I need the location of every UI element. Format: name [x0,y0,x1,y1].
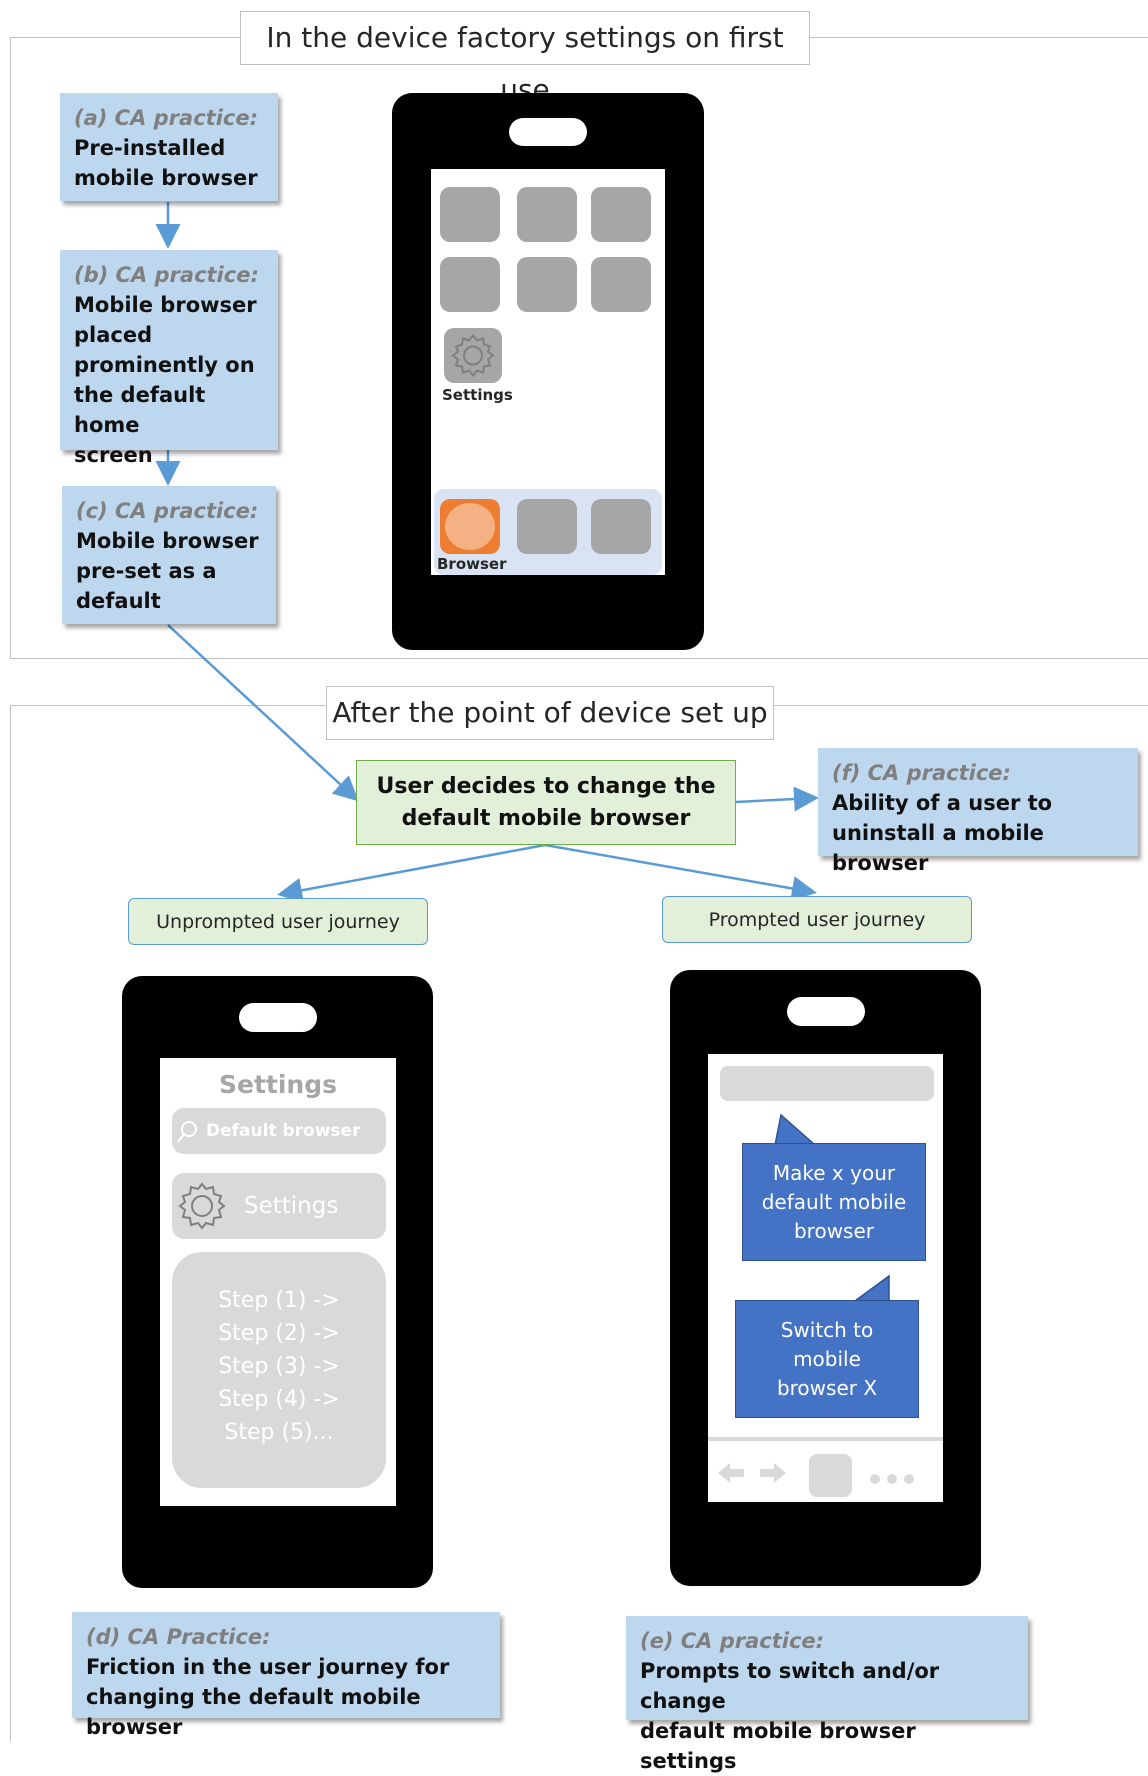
settings-app-label: Settings [442,386,513,404]
practice-c-text: Mobile browser pre-set as a default [76,529,259,613]
menu-dot-icon [870,1474,880,1484]
practice-d-text: Friction in the user journey for changin… [86,1655,450,1739]
app-tile[interactable] [591,257,651,312]
step-item[interactable]: Step (4) -> [218,1387,340,1412]
unprompted-journey-label: Unprompted user journey [128,898,428,945]
phone-speaker [787,997,865,1026]
arrow-decision-to-f [735,786,819,812]
search-icon [177,1121,197,1143]
gear-icon [178,1182,226,1230]
app-tile[interactable] [517,187,577,242]
back-arrow-icon [718,1463,744,1483]
phone-screen: Make x your default mobile browser Switc… [708,1054,943,1502]
prompted-journey-label: Prompted user journey [662,896,972,943]
browser-toolbar-divider [708,1437,943,1441]
arrow-decision-to-unprompted [277,843,546,903]
gear-icon [451,333,495,378]
practice-c-box: (c) CA practice: Mobile browser pre-set … [62,486,276,624]
practice-a-box: (a) CA practice: Pre-installed mobile br… [60,93,278,201]
step-item[interactable]: Step (1) -> [218,1288,340,1313]
arrow-decision-to-prompted [544,843,817,901]
search-input-text: Default browser [206,1121,361,1141]
step-item[interactable]: Step (2) -> [218,1321,340,1346]
practice-f-text: Ability of a user to uninstall a mobile … [832,791,1053,875]
settings-row-label: Settings [244,1193,339,1219]
dock-app-tile[interactable] [517,499,577,554]
browser-app-label: Browser [437,555,507,573]
menu-dot-icon [904,1474,914,1484]
prompt-switch-browser[interactable]: Switch to mobile browser X [735,1300,919,1418]
bottom-section-title: After the point of device set up [326,686,774,740]
practice-f-box: (f) CA practice: Ability of a user to un… [818,748,1138,875]
prompt-callout-tails [774,1113,890,1302]
settings-app-icon[interactable] [444,328,502,383]
browser-toolbar [718,1454,914,1497]
phone-home-screen: Settings Browser [392,93,704,650]
practice-e-box: (e) CA practice: Prompts to switch and/o… [626,1616,1028,1773]
prompt-1-tail [774,1113,817,1146]
practice-b-tag: (b) CA practice: [74,263,259,287]
step-item[interactable]: Step (5)... [224,1420,334,1445]
prompt-make-default[interactable]: Make x your default mobile browser [742,1143,926,1261]
app-tile[interactable] [517,257,577,312]
decision-box: User decides to change the default mobil… [356,760,736,845]
phone-settings-journey: Settings Default browser Settings Step (… [122,976,433,1588]
practice-b-box: (b) CA practice: Mobile browser placed p… [60,250,278,467]
phone-speaker [509,118,587,146]
practice-a-tag: (a) CA practice: [74,106,258,130]
practice-b-text: Mobile browser placed prominently on the… [74,293,257,467]
arrow-c-to-decision [167,624,359,802]
practice-c-tag: (c) CA practice: [76,499,259,523]
phone-screen: Settings Browser [431,169,665,575]
dock: Browser [434,489,662,575]
browser-globe-icon [445,503,495,550]
app-tile[interactable] [591,187,651,242]
app-tile[interactable] [440,257,500,312]
step-item[interactable]: Step (3) -> [218,1354,340,1379]
forward-arrow-icon [760,1463,786,1483]
phone-speaker [239,1003,317,1032]
practice-e-tag: (e) CA practice: [640,1629,825,1653]
prompt-2-tail [852,1274,890,1302]
steps-panel: Step (1) -> Step (2) -> Step (3) -> Step… [172,1252,386,1488]
tabs-icon [809,1454,852,1497]
browser-app-icon[interactable] [440,499,500,554]
app-tile[interactable] [440,187,500,242]
practice-a-text: Pre-installed mobile browser [74,136,258,190]
settings-row[interactable]: Settings [172,1173,386,1239]
phone-prompted-journey: Make x your default mobile browser Switc… [670,970,981,1586]
practice-e-text: Prompts to switch and/or change default … [640,1659,940,1773]
dock-app-tile[interactable] [591,499,651,554]
address-bar[interactable] [720,1066,934,1101]
practice-f-tag: (f) CA practice: [832,761,1011,785]
practice-d-box: (d) CA Practice: Friction in the user jo… [72,1612,500,1739]
settings-title: Settings [218,1070,337,1099]
menu-dot-icon [887,1474,897,1484]
phone-screen: Settings Default browser Settings Step (… [160,1058,396,1506]
practice-d-tag: (d) CA Practice: [86,1625,271,1649]
settings-search-input[interactable]: Default browser [172,1108,386,1154]
